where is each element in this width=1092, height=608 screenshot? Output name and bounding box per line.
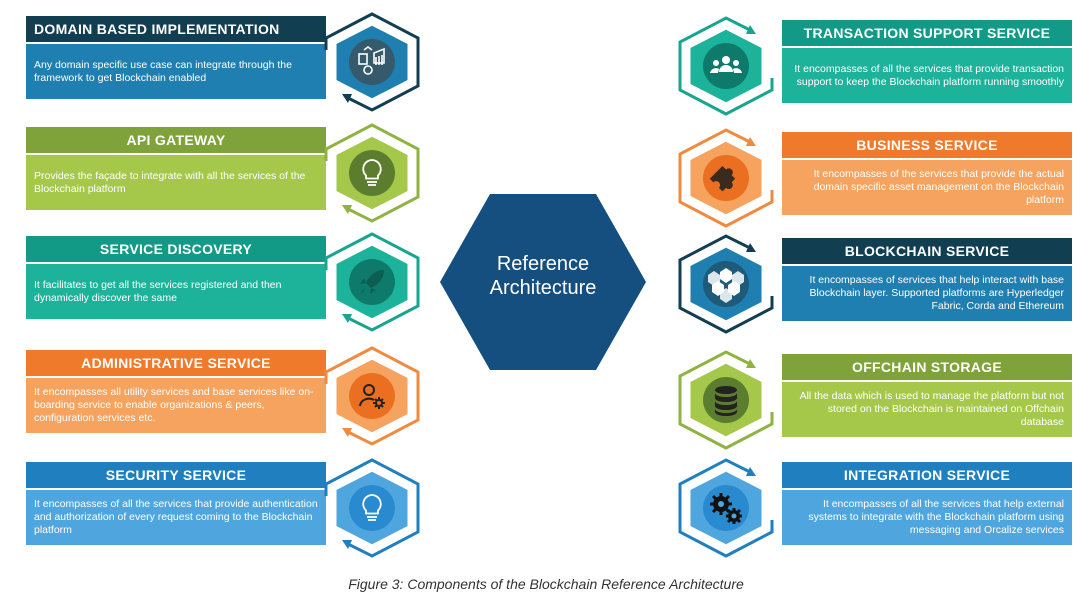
card-title: SECURITY SERVICE — [26, 462, 326, 488]
rocket-icon — [359, 270, 384, 295]
card-title: API GATEWAY — [26, 127, 326, 153]
admin-user-gear-icon — [359, 384, 385, 409]
lightbulb-hexagon — [324, 458, 420, 558]
card-title: DOMAIN BASED IMPLEMENTATION — [26, 16, 326, 42]
admin-user-gear-hexagon — [324, 346, 420, 446]
database-hexagon — [678, 350, 774, 450]
database-icon — [715, 386, 737, 416]
card-description: All the data which is used to manage the… — [782, 382, 1072, 437]
card-description: It facilitates to get all the services r… — [26, 264, 326, 319]
lightbulb-icon — [362, 494, 382, 521]
lightbulb-hexagon — [324, 123, 420, 223]
card-description: It encompasses of the services that prov… — [782, 160, 1072, 215]
card-description: Any domain specific use case can integra… — [26, 44, 326, 99]
figure-caption: Figure 3: Components of the Blockchain R… — [348, 576, 744, 592]
card-title: ADMINISTRATIVE SERVICE — [26, 350, 326, 376]
gears-icon — [710, 493, 742, 524]
card-description: It encompasses of services that help int… — [782, 266, 1072, 321]
card-title: BUSINESS SERVICE — [782, 132, 1072, 158]
lightbulb-icon — [362, 159, 382, 186]
card-description: It encompasses of all the services that … — [782, 48, 1072, 103]
card-title: SERVICE DISCOVERY — [26, 236, 326, 262]
center-hexagon — [440, 194, 646, 370]
people-group-icon — [710, 56, 742, 73]
domain-hexagon — [324, 12, 420, 112]
domain-icon — [358, 46, 385, 75]
card-description: It encompasses all utility services and … — [26, 378, 326, 433]
card-title: INTEGRATION SERVICE — [782, 462, 1072, 488]
center-label-line1: Reference — [496, 253, 590, 275]
card-title: BLOCKCHAIN SERVICE — [782, 238, 1072, 264]
center-label-line2: Architecture — [489, 277, 597, 299]
puzzle-icon — [709, 165, 736, 192]
puzzle-hexagon — [678, 128, 774, 228]
card-description: It encompasses of all the services that … — [782, 490, 1072, 545]
gears-hexagon — [678, 458, 774, 558]
card-title: OFFCHAIN STORAGE — [782, 354, 1072, 380]
card-title: TRANSACTION SUPPORT SERVICE — [782, 20, 1072, 46]
card-description: It encompasses of all the services that … — [26, 490, 326, 545]
center-label: Reference Architecture — [438, 252, 648, 300]
blocks-hexagon — [678, 234, 774, 334]
people-group-hexagon — [678, 16, 774, 116]
blocks-icon — [708, 268, 744, 303]
rocket-hexagon — [324, 232, 420, 332]
card-description: Provides the façade to integrate with al… — [26, 155, 326, 210]
